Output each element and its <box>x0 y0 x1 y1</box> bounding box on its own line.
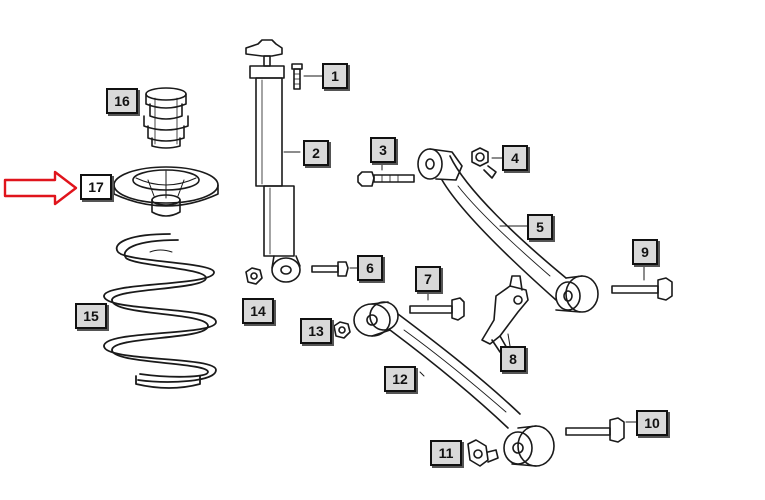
callout-6: 6 <box>357 255 383 281</box>
lower-arm-bolt <box>410 288 464 320</box>
lower-control-arm <box>354 302 554 466</box>
callout-2: 2 <box>303 140 329 166</box>
callout-9: 9 <box>632 239 658 265</box>
callout-13: 13 <box>300 318 332 344</box>
callout-3: 3 <box>370 137 396 163</box>
callout-11: 11 <box>430 440 462 466</box>
track-bar-bracket <box>482 276 528 352</box>
upper-arm-bolt <box>358 160 414 186</box>
coil-spring <box>104 234 216 388</box>
upper-control-arm <box>418 149 598 312</box>
jounce-bumper <box>144 88 188 148</box>
callout-12: 12 <box>384 366 416 392</box>
spring-isolator <box>114 167 218 216</box>
callout-15: 15 <box>75 303 107 329</box>
callout-5: 5 <box>527 214 553 240</box>
callout-14: 14 <box>242 298 274 324</box>
shock-lower-nut <box>246 268 262 284</box>
callout-1: 1 <box>322 63 348 89</box>
callout-16: 16 <box>106 88 138 114</box>
shock-absorber <box>246 40 300 282</box>
lower-arm-nut <box>334 322 350 338</box>
callout-17: 17 <box>80 174 112 200</box>
upper-arm-rear-bolt <box>612 264 672 300</box>
callout-8: 8 <box>500 346 526 372</box>
callout-7: 7 <box>415 266 441 292</box>
shock-lower-bolt <box>312 262 360 276</box>
lower-arm-retainer <box>468 440 498 466</box>
callout-10: 10 <box>636 410 668 436</box>
highlight-arrow-icon <box>5 172 76 204</box>
callout-4: 4 <box>502 145 528 171</box>
lower-arm-rear-bolt <box>566 418 638 442</box>
shock-upper-bolt <box>292 64 322 89</box>
upper-arm-nut <box>472 148 502 178</box>
